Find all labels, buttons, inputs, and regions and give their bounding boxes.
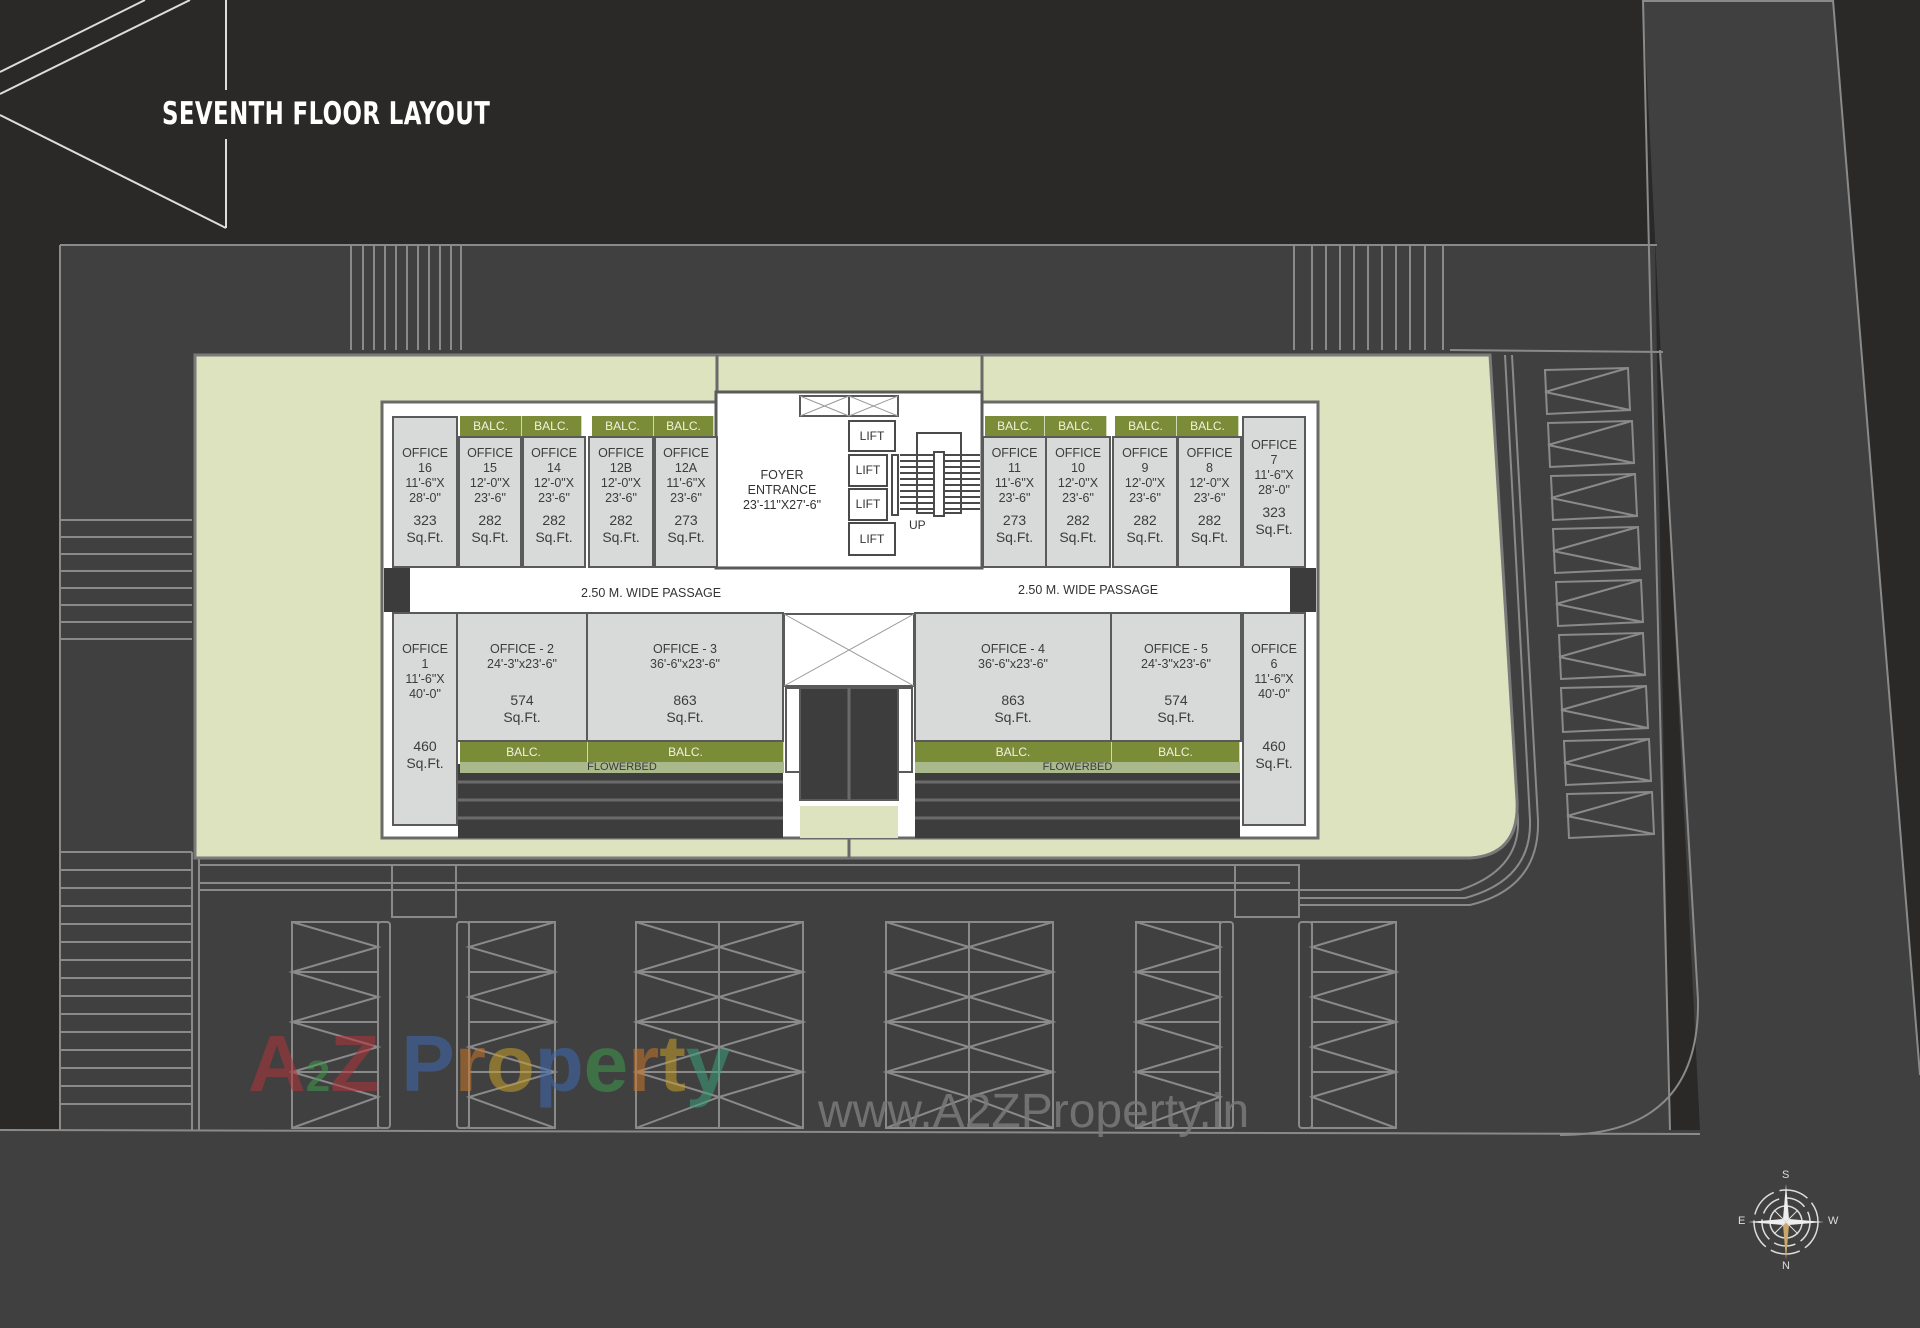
balcony: BALC. [460,416,522,436]
compass-s: S [1782,1169,1790,1181]
lift-4[interactable]: LIFT [848,522,896,556]
compass-rose-icon [1748,1184,1824,1260]
balcony: BALC. [654,416,714,436]
page-title: SEVENTH FLOOR LAYOUT [162,96,491,132]
balcony: BALC. [985,416,1045,436]
lift-3[interactable]: LIFT [848,488,888,521]
balcony: BALC. [588,742,784,762]
lift-2[interactable]: LIFT [848,454,888,487]
balcony: BALC. [460,742,588,762]
passage-label-left: 2.50 M. WIDE PASSAGE [581,586,722,600]
balcony: BALC. [592,416,654,436]
balcony: BALC. [915,742,1112,762]
balcony: BALC. [1115,416,1177,436]
flowerbed: FLOWERBED [460,762,784,773]
watermark-url: www.A2ZProperty.in [818,1085,1250,1138]
stair-up-label: UP [909,518,926,532]
compass-e: E [1738,1215,1746,1227]
watermark-brand: A2Z Property [248,1019,731,1108]
foyer-entrance[interactable]: FOYER ENTRANCE 23'-11"X27'-6" [742,468,822,512]
compass: S E W N [1738,1169,1840,1272]
balcony: BALC. [522,416,582,436]
compass-w: W [1828,1215,1839,1227]
balcony: BALC. [1045,416,1107,436]
passage-label-right: 2.50 M. WIDE PASSAGE [1018,583,1159,597]
balcony: BALC. [1112,742,1240,762]
lift-1[interactable]: LIFT [848,420,896,452]
balcony: BALC. [1177,416,1239,436]
flowerbed: FLOWERBED [915,762,1240,773]
compass-n: N [1782,1260,1790,1272]
